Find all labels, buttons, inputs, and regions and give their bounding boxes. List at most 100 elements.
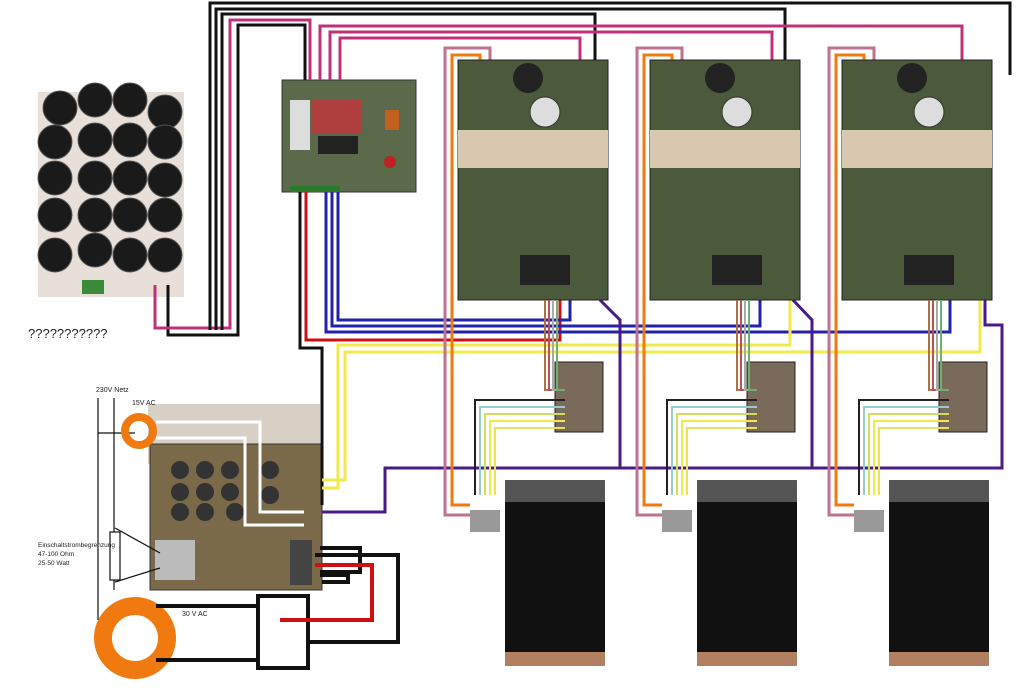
capacitor <box>147 162 183 198</box>
encoder-wire <box>827 46 876 517</box>
capacitor <box>196 461 214 479</box>
motor-wire <box>666 399 757 495</box>
capacitor <box>77 197 113 233</box>
motor-wire <box>489 420 565 495</box>
capacitor <box>112 82 148 118</box>
capacitor <box>37 124 73 160</box>
capacitor <box>147 237 183 273</box>
blue-wire <box>336 192 572 322</box>
purple-wire <box>322 300 1004 514</box>
motor-flange <box>889 480 989 502</box>
capacitor <box>77 82 113 118</box>
connector <box>904 255 954 285</box>
encoder-wire <box>443 46 492 517</box>
motor-wire <box>671 406 757 495</box>
capacitor <box>226 503 244 521</box>
magenta-wire <box>328 30 774 80</box>
signal-wire <box>940 300 949 391</box>
red-wire-dc <box>280 563 374 622</box>
capacitor <box>147 124 183 160</box>
ac30-label: 30 V AC <box>182 611 208 618</box>
capacitor <box>171 461 189 479</box>
motor-wire <box>858 399 949 495</box>
motor-base <box>889 652 989 666</box>
capacitor <box>77 232 113 268</box>
stepper-motor <box>889 480 989 660</box>
capacitor <box>705 63 735 93</box>
capacitor <box>37 160 73 196</box>
capacitor <box>196 483 214 501</box>
black-wire <box>214 7 787 330</box>
motor-wire <box>681 420 757 495</box>
capacitor <box>147 94 183 130</box>
capacitor <box>77 122 113 158</box>
driver-unit-3 <box>827 46 993 666</box>
toroid-30v <box>94 597 176 679</box>
capacitor <box>112 122 148 158</box>
toroid-15v <box>121 413 157 449</box>
capacitor-bank <box>37 82 184 297</box>
driver-unit-1 <box>443 46 609 666</box>
capacitor <box>261 486 279 504</box>
heatsink <box>458 130 608 168</box>
motor-wire <box>868 413 949 495</box>
magenta-wire <box>338 36 582 80</box>
encoder <box>470 510 500 532</box>
inrush-title: Einschaltstrombegrenzung <box>38 542 115 549</box>
capacitor <box>77 160 113 196</box>
motor-wire <box>878 427 949 495</box>
purple-wire <box>598 298 622 468</box>
motor-wire <box>474 399 565 495</box>
inrush-power: 25-50 Watt <box>38 560 70 567</box>
heatsink <box>842 130 992 168</box>
capacitor <box>221 461 239 479</box>
capacitor <box>112 160 148 196</box>
capacitor <box>529 96 561 128</box>
capacitor <box>37 237 73 273</box>
motor-base <box>697 652 797 666</box>
capacitor <box>913 96 945 128</box>
encoder <box>662 510 692 532</box>
capacitor <box>261 461 279 479</box>
white-wire-15v-2 <box>156 436 304 527</box>
encoder <box>854 510 884 532</box>
capacitor <box>171 503 189 521</box>
capacitor <box>196 503 214 521</box>
motor-wire <box>686 427 757 495</box>
magenta-wire <box>318 24 964 80</box>
rectifier-wiring <box>156 546 400 670</box>
inrush-resistance: 47-100 Ohm <box>38 551 74 558</box>
unknown-source-label: ??????????? <box>28 326 108 341</box>
motor-wire <box>479 406 565 495</box>
signal-wire <box>556 300 565 391</box>
connector <box>520 255 570 285</box>
motor-base <box>505 652 605 666</box>
black-wire <box>298 192 324 505</box>
motor-wire <box>676 413 757 495</box>
capacitor <box>42 90 78 126</box>
encoder-wire <box>635 46 684 517</box>
control-board <box>281 79 417 193</box>
magenta-wire <box>153 18 312 330</box>
motor-wire <box>873 420 949 495</box>
motor-flange <box>697 480 797 502</box>
white-wire-15v <box>156 420 304 514</box>
driver-unit-2 <box>635 46 801 666</box>
mains-label: 230V Netz <box>96 387 129 394</box>
capacitor <box>221 483 239 501</box>
capacitor <box>171 483 189 501</box>
motor-wire <box>494 427 565 495</box>
capacitor <box>112 197 148 233</box>
signal-wire <box>748 300 757 391</box>
purple-wire <box>791 298 814 468</box>
capacitor <box>513 63 543 93</box>
heatsink <box>650 130 800 168</box>
capacitor <box>897 63 927 93</box>
capacitor <box>721 96 753 128</box>
capacitor <box>37 197 73 233</box>
motor-wire <box>484 413 565 495</box>
yellow-wire <box>322 300 792 490</box>
black-wire <box>220 12 597 330</box>
